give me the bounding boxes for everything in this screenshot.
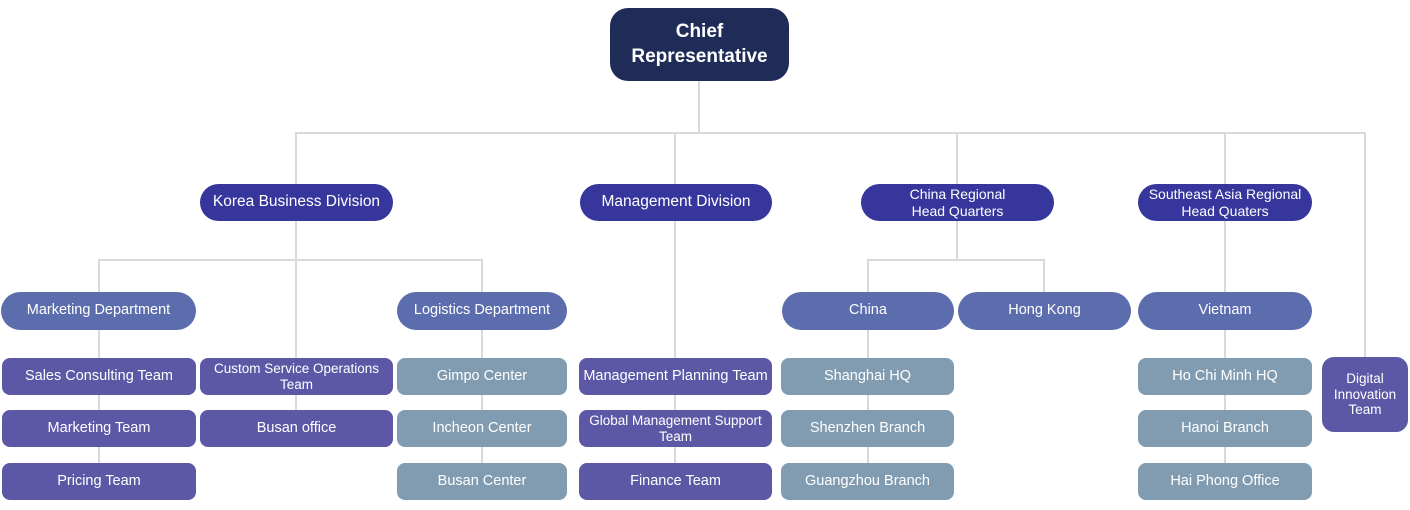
connector-korea-down <box>295 221 297 259</box>
connector-drop-hong-kong <box>1043 261 1045 292</box>
org-node-busan-center: Busan Center <box>397 463 567 500</box>
connector-drop-custom-service <box>295 261 297 358</box>
connector-korea-horizontal <box>98 259 483 261</box>
connector-marketing-team-to-pricing <box>98 447 100 463</box>
org-node-china: China <box>782 292 954 330</box>
connector-chief-down <box>698 81 700 132</box>
connector-china-down <box>867 330 869 358</box>
connector-top-horizontal <box>295 132 1366 134</box>
connector-china-hq-down <box>956 221 958 259</box>
org-node-southeast-asia-regional-hq: Southeast Asia Regional Head Quaters <box>1138 184 1312 221</box>
org-node-sales-consulting-team: Sales Consulting Team <box>2 358 196 395</box>
connector-marketing-dept-down <box>98 330 100 358</box>
org-node-shenzhen-branch: Shenzhen Branch <box>781 410 954 447</box>
org-node-vietnam: Vietnam <box>1138 292 1312 330</box>
org-node-management-division: Management Division <box>580 184 772 221</box>
connector-logistics-down <box>481 330 483 358</box>
connector-vietnam-down <box>1224 330 1226 358</box>
connector-drop-logistics-dept <box>481 261 483 292</box>
connector-drop-digital-innovation <box>1364 134 1366 357</box>
org-node-finance-team: Finance Team <box>579 463 772 500</box>
org-node-gimpo-center: Gimpo Center <box>397 358 567 395</box>
org-node-pricing-team: Pricing Team <box>2 463 196 500</box>
connector-drop-marketing-dept <box>98 261 100 292</box>
connector-global-to-finance <box>674 447 676 463</box>
org-node-marketing-team: Marketing Team <box>2 410 196 447</box>
org-node-korea-business-division: Korea Business Division <box>200 184 393 221</box>
org-node-management-planning-team: Management Planning Team <box>579 358 772 395</box>
connector-drop-management <box>674 134 676 184</box>
org-node-busan-office: Busan office <box>200 410 393 447</box>
org-node-custom-service-operations-team: Custom Service Operations Team <box>200 358 393 395</box>
connector-gimpo-to-incheon <box>481 395 483 410</box>
connector-shenzhen-to-guangzhou <box>867 447 869 463</box>
org-node-hai-phong-office: Hai Phong Office <box>1138 463 1312 500</box>
connector-sales-to-marketing-team <box>98 395 100 410</box>
org-node-global-management-support-team: Global Management Support Team <box>579 410 772 447</box>
connector-incheon-to-busan-center <box>481 447 483 463</box>
org-node-shanghai-hq: Shanghai HQ <box>781 358 954 395</box>
org-node-incheon-center: Incheon Center <box>397 410 567 447</box>
org-node-hanoi-branch: Hanoi Branch <box>1138 410 1312 447</box>
org-node-logistics-department: Logistics Department <box>397 292 567 330</box>
connector-shanghai-to-shenzhen <box>867 395 869 410</box>
org-node-china-regional-hq: China Regional Head Quarters <box>861 184 1054 221</box>
connector-china-horizontal <box>867 259 1045 261</box>
org-node-digital-innovation-team: Digital Innovation Team <box>1322 357 1408 432</box>
connector-drop-china-hq <box>956 134 958 184</box>
connector-drop-korea <box>295 134 297 184</box>
connector-drop-china <box>867 261 869 292</box>
connector-hanoi-to-haiphong <box>1224 447 1226 463</box>
org-node-hong-kong: Hong Kong <box>958 292 1131 330</box>
org-node-marketing-department: Marketing Department <box>1 292 196 330</box>
connector-custom-service-to-busan-office <box>295 395 297 410</box>
connector-management-down <box>674 221 676 358</box>
org-node-ho-chi-minh-hq: Ho Chi Minh HQ <box>1138 358 1312 395</box>
org-node-guangzhou-branch: Guangzhou Branch <box>781 463 954 500</box>
connector-sea-to-vietnam <box>1224 221 1226 292</box>
connector-hochiminh-to-hanoi <box>1224 395 1226 410</box>
connector-drop-sea-hq <box>1224 134 1226 184</box>
org-node-chief-representative: Chief Representative <box>610 8 789 81</box>
connector-planning-to-global <box>674 395 676 410</box>
